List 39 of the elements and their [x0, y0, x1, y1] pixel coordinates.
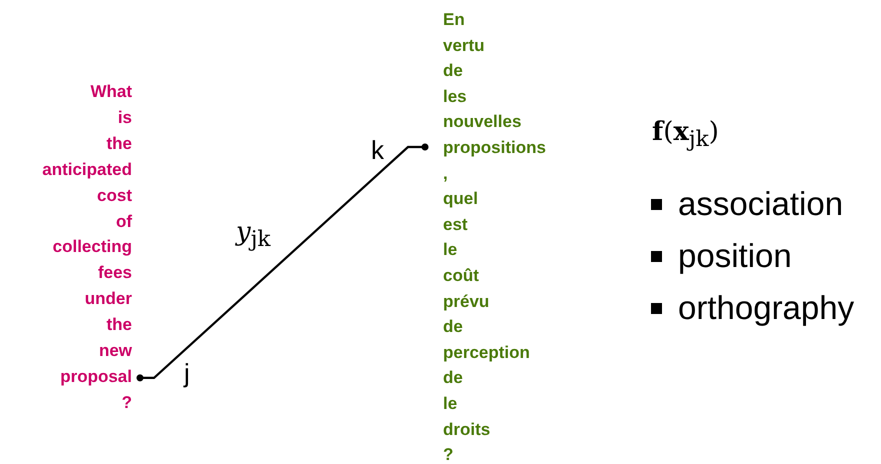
bullet-text: position — [678, 236, 792, 276]
endpoint-label: k — [371, 135, 384, 165]
bullet-text: association — [678, 184, 844, 224]
endpoint-label: j — [184, 358, 190, 388]
word: the — [106, 314, 132, 336]
word: coût — [443, 265, 479, 287]
word: new — [98, 340, 132, 362]
word: quel — [443, 188, 478, 210]
word: proposal — [60, 366, 140, 388]
bullet-text: orthography — [678, 288, 854, 328]
word: , — [443, 162, 448, 185]
word: under — [84, 288, 132, 310]
word: perception — [443, 342, 530, 364]
word: cost — [97, 184, 132, 207]
word: propositions — [425, 137, 546, 159]
formula: f(x$_{jk}$) — [652, 116, 719, 154]
word: of — [116, 210, 132, 232]
word: de — [443, 316, 463, 338]
word: les — [443, 86, 467, 108]
word: the — [106, 132, 132, 155]
word: droits — [443, 418, 490, 441]
word: nouvelles — [443, 111, 522, 134]
word: prévu — [443, 290, 490, 313]
word: collecting — [52, 236, 132, 258]
word: vertu — [443, 34, 485, 57]
word: ? — [443, 444, 454, 464]
alignment-line — [136, 144, 428, 382]
word: de — [443, 60, 463, 82]
word: anticipated — [42, 158, 132, 181]
word: ? — [122, 392, 132, 414]
word: le — [443, 393, 458, 415]
word: le — [443, 239, 458, 262]
word: fees — [98, 262, 132, 284]
word: de — [443, 367, 463, 390]
word: is — [118, 106, 132, 129]
word: En — [443, 9, 465, 31]
word: What — [90, 81, 132, 103]
edge-label: y$_{jk}$ — [236, 216, 271, 254]
word: est — [443, 214, 468, 236]
